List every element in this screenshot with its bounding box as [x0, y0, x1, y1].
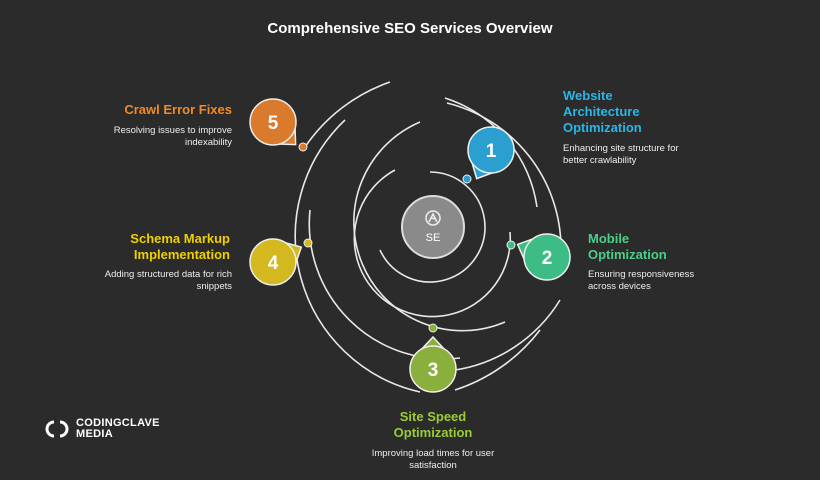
step-3-number: 3: [428, 360, 439, 381]
center-label: SE: [426, 232, 441, 244]
orbit-arc: [454, 299, 561, 371]
step-4-dot: [303, 238, 313, 248]
step-1-title: Website Architecture Optimization: [563, 88, 642, 135]
step-2-number: 2: [542, 248, 553, 269]
step-4-bubble-fill: [251, 240, 295, 284]
step-1-number: 1: [486, 141, 497, 162]
step-2-desc: Ensuring responsiveness across devices: [588, 269, 695, 292]
orbit-arc: [446, 102, 562, 249]
orbit-arc: [353, 121, 506, 332]
step-1-dot: [462, 174, 472, 184]
step-2-dot: [506, 240, 516, 250]
step-1-bubble-fill: [469, 128, 513, 172]
orbit-arc: [304, 81, 391, 148]
logo-line2: MEDIA: [76, 428, 113, 440]
orbit-arc: [454, 329, 541, 391]
step-5-desc: Resolving issues to improve indexability: [113, 125, 232, 148]
step-5-number: 5: [268, 113, 279, 134]
step-1-desc: Enhancing site structure for better craw…: [563, 143, 679, 166]
step-3-title: Site Speed Optimization: [393, 409, 473, 440]
step-3-dot: [428, 323, 438, 333]
step-4-title: Schema Markup Implementation: [130, 231, 230, 262]
logo-icon: [45, 420, 69, 438]
page-title: Comprehensive SEO Services Overview: [267, 20, 553, 37]
step-4-desc: Adding structured data for rich snippets: [104, 269, 232, 292]
step-5-title: Crawl Error Fixes: [124, 102, 232, 117]
orbit-arc: [294, 119, 421, 393]
step-5-bubble-fill: [251, 100, 295, 144]
compass-icon: [425, 210, 441, 226]
step-3-bubble-fill: [411, 347, 455, 391]
step-3-desc: Improving load times for user satisfacti…: [371, 448, 495, 471]
step-2-bubble-fill: [525, 235, 569, 279]
center-circle: [401, 195, 465, 259]
step-2-title: Mobile Optimization: [588, 231, 667, 262]
orbit-arc: [379, 171, 486, 283]
logo-line1: CODINGCLAVE: [76, 417, 160, 429]
step-5-dot: [298, 142, 308, 152]
step-4-number: 4: [268, 253, 279, 274]
